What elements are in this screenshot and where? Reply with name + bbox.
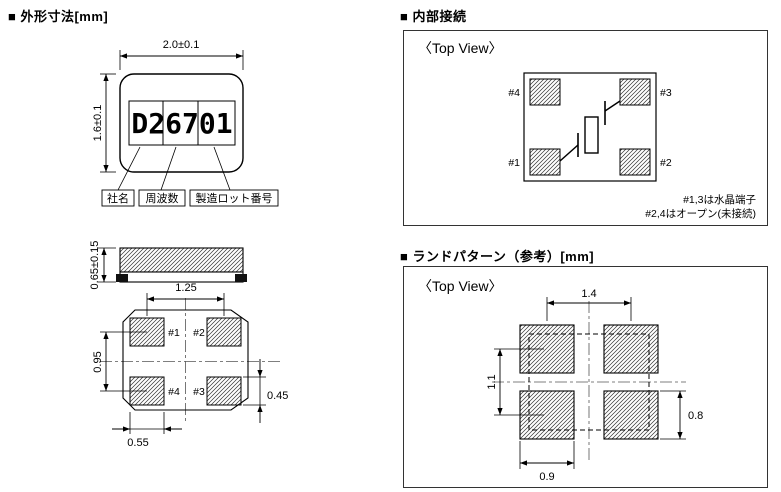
land-drawing: 〈Top View〉 1.4 1.1 0.9 xyxy=(418,278,703,483)
internal-panel: 〈Top View〉 #4 #3 #1 #2 #1,3は水晶端子 #2,4はオー… xyxy=(403,30,768,226)
label-box-lot xyxy=(189,189,279,207)
label-company: 社名 xyxy=(107,191,129,205)
land-view-label: 〈Top View〉 xyxy=(418,278,503,294)
crystal-symbol xyxy=(559,100,621,162)
internal-pad-1 xyxy=(529,148,561,176)
internal-view-label: 〈Top View〉 xyxy=(418,40,503,56)
label-box-company xyxy=(101,189,135,207)
dim-pad-height: 0.45 xyxy=(267,390,288,402)
pad-1-label: #1 xyxy=(168,327,180,339)
internal-pad-1-label: #1 xyxy=(508,157,520,169)
land-package-outline-dashed xyxy=(528,333,650,431)
land-dim-pitch-x: 1.4 xyxy=(581,288,596,300)
internal-pad-3 xyxy=(619,78,651,106)
dim-pad-width: 0.55 xyxy=(127,437,148,449)
internal-pad-4 xyxy=(529,78,561,106)
land-pad-top-right xyxy=(603,324,659,374)
pad-4-label: #4 xyxy=(168,386,180,398)
internal-pad-2-label: #2 xyxy=(660,157,672,169)
land-dim-pad-height: 0.8 xyxy=(688,410,703,422)
dim-thickness: 0.65±0.15 xyxy=(89,241,101,290)
outline-drawings: 2.0±0.1 1.6±0.1 D26701 社名 周波数 製造ロット番号 xyxy=(89,39,288,449)
internal-drawing: 〈Top View〉 #4 #3 #1 #2 #1,3は水晶端子 #2,4はオー… xyxy=(418,40,756,220)
internal-note-2: #2,4はオープン(未接続) xyxy=(645,207,756,220)
land-pad-bottom-right xyxy=(603,390,659,440)
land-dim-pitch-y: 1.1 xyxy=(486,374,498,389)
package-bottom-view: #1 #2 #4 #3 1.25 0.95 0.55 xyxy=(92,282,288,449)
dim-body-height: 1.6±0.1 xyxy=(92,105,104,142)
land-dim-pad-width: 0.9 xyxy=(539,471,554,483)
terminal-left xyxy=(116,274,128,282)
marking-text: D26701 xyxy=(131,107,232,140)
dim-body-width: 2.0±0.1 xyxy=(163,39,200,51)
pad-3-label: #3 xyxy=(193,386,205,398)
label-frequency: 周波数 xyxy=(146,192,179,205)
label-lot: 製造ロット番号 xyxy=(196,191,273,205)
land-panel: 〈Top View〉 1.4 1.1 0.9 xyxy=(403,266,768,488)
outline-section-title: ■ 外形寸法[mm] xyxy=(8,9,109,24)
internal-pad-3-label: #3 xyxy=(660,87,672,99)
internal-note-1: #1,3は水晶端子 xyxy=(683,193,756,206)
pad-3 xyxy=(206,376,242,406)
bottom-outline xyxy=(122,309,249,411)
pad-2-label: #2 xyxy=(193,327,205,339)
package-outline xyxy=(119,73,244,173)
dim-pad-pitch-y: 0.95 xyxy=(92,351,104,372)
land-section-title: ■ ランドパターン（参考）[mm] xyxy=(400,249,595,264)
internal-section-title: ■ 内部接続 xyxy=(400,9,467,24)
package-top-view: 2.0±0.1 1.6±0.1 D26701 社名 周波数 製造ロット番号 xyxy=(92,39,279,207)
internal-pad-2 xyxy=(619,148,651,176)
marking-box-lot xyxy=(197,100,236,146)
package-side-view: 0.65±0.15 xyxy=(89,241,247,290)
internal-pad-4-label: #4 xyxy=(508,87,520,99)
dim-pad-pitch-x: 1.25 xyxy=(175,282,196,294)
terminal-right xyxy=(235,274,247,282)
pad-2 xyxy=(206,317,242,347)
label-box-frequency xyxy=(138,189,186,207)
